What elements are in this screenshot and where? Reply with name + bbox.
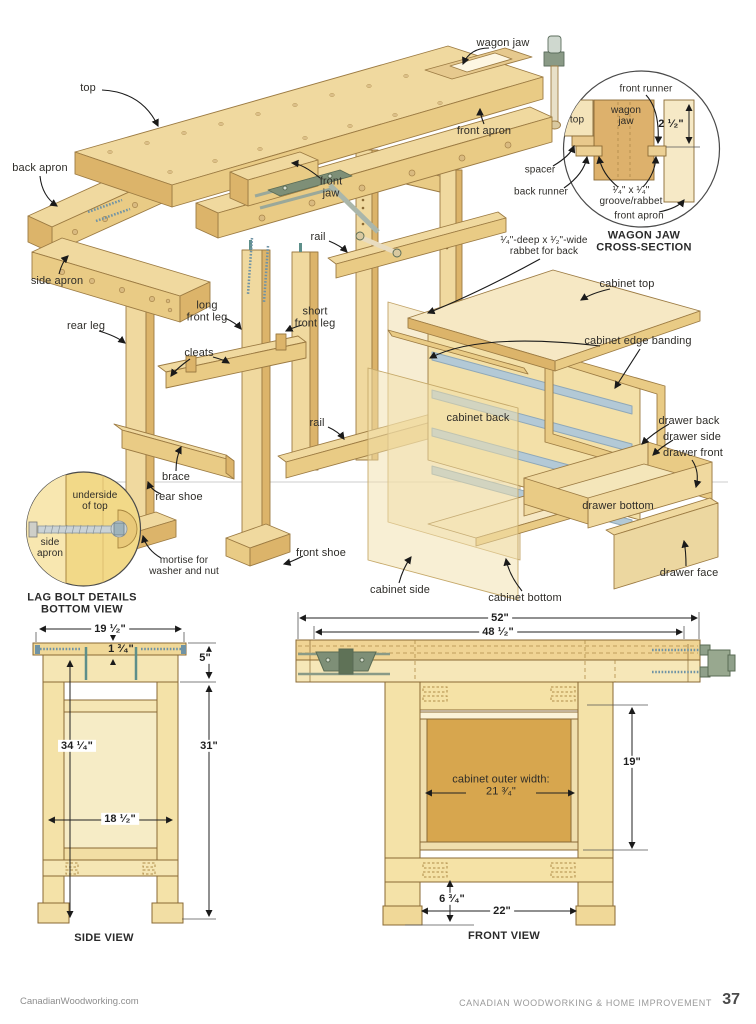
front-view-art [295, 639, 736, 926]
wagon-jaw-cross-section-art [562, 70, 721, 228]
dim-front-cabinet-height: 19" [620, 755, 644, 769]
label-cabinet-back: cabinet back [446, 411, 510, 424]
footer-website: CanadianWoodworking.com [20, 996, 139, 1007]
dim-front-overall-width: 52" [488, 611, 512, 625]
label-front-apron: front apron [456, 124, 512, 137]
label-rear-shoe: rear shoe [155, 490, 203, 503]
label-lag-underside: underside of top [72, 489, 118, 512]
label-rail-lower: rail [309, 416, 325, 429]
label-cs-front-apron: front apron [614, 210, 664, 222]
label-drawer-face: drawer face [659, 566, 719, 579]
label-long-front-leg: long front leg [186, 299, 228, 324]
label-rail-upper: rail [310, 230, 326, 243]
label-cs-height-dim: 2 ¹⁄₂" [658, 117, 684, 130]
label-cleats: cleats [184, 346, 214, 359]
label-cs-wagon-jaw: wagon jaw [611, 104, 641, 127]
label-cs-front-runner: front runner [619, 83, 673, 95]
label-front-shoe: front shoe [296, 546, 346, 559]
leader-arrows [39, 47, 702, 592]
label-cs-spacer: spacer [524, 164, 556, 176]
label-rear-leg: rear leg [66, 319, 106, 332]
label-cabinet-side: cabinet side [370, 583, 430, 596]
label-drawer-front: drawer front [663, 446, 723, 459]
label-drawer-side: drawer side [663, 430, 721, 443]
label-front-view-title: FRONT VIEW [467, 929, 541, 942]
side-view-art [32, 642, 187, 924]
label-back-apron: back apron [12, 161, 68, 174]
label-short-front-leg: short front leg [294, 305, 336, 330]
label-rabbet-note: ¹⁄₄"-deep x ¹⁄₂"-wide rabbet for back [500, 234, 588, 257]
label-drawer-bottom: drawer bottom [582, 499, 654, 512]
label-top: top [80, 81, 96, 94]
dim-front-top-width: 48 ¹⁄₂" [479, 625, 517, 639]
label-lag-mortise: mortise for washer and nut [149, 554, 219, 577]
label-cabinet-top: cabinet top [599, 277, 655, 290]
exploded-view-art [27, 35, 719, 601]
label-cs-back-runner: back runner [514, 186, 568, 198]
label-brace: brace [161, 470, 191, 483]
dim-side-apron-height: 5" [196, 651, 214, 665]
label-wagon-jaw: wagon jaw [476, 36, 530, 49]
dim-side-leg-height: 31" [197, 739, 221, 753]
dim-front-cabinet-width: cabinet outer width: 21 ³⁄₄" [452, 773, 550, 798]
label-lag-title: LAG BOLT DETAILS BOTTOM VIEW [27, 591, 137, 616]
dim-side-top-thickness: 1 ³⁄₄" [108, 642, 134, 655]
dim-side-overall-height: 34 ¹⁄₄" [58, 739, 96, 753]
dim-front-base-width: 22" [490, 904, 514, 918]
label-lag-side-apron: side apron [36, 536, 64, 559]
label-side-apron: side apron [30, 274, 84, 287]
label-cs-groove-note: ¹⁄₄" x ¹⁄₄" groove/rabbet [599, 184, 663, 207]
footer-magazine-name: CANADIAN WOODWORKING & HOME IMPROVEMENT [459, 998, 712, 1008]
dim-side-inner-width: 18 ¹⁄₂" [101, 812, 139, 826]
label-cs-top: top [569, 114, 585, 126]
label-cabinet-bottom: cabinet bottom [488, 591, 562, 604]
footer-page-number: 37 [722, 991, 740, 1008]
label-drawer-back: drawer back [658, 414, 720, 427]
label-side-view-title: SIDE VIEW [74, 931, 134, 944]
label-cabinet-edge-banding: cabinet edge banding [584, 334, 692, 347]
label-front-jaw: front jaw [319, 175, 343, 200]
lag-bolt-detail-art [25, 471, 142, 587]
dim-side-top-width: 19 ¹⁄₂" [91, 622, 129, 636]
dim-front-base-height: 6 ³⁄₄" [436, 892, 468, 906]
label-cs-title: WAGON JAW CROSS-SECTION [596, 229, 692, 254]
